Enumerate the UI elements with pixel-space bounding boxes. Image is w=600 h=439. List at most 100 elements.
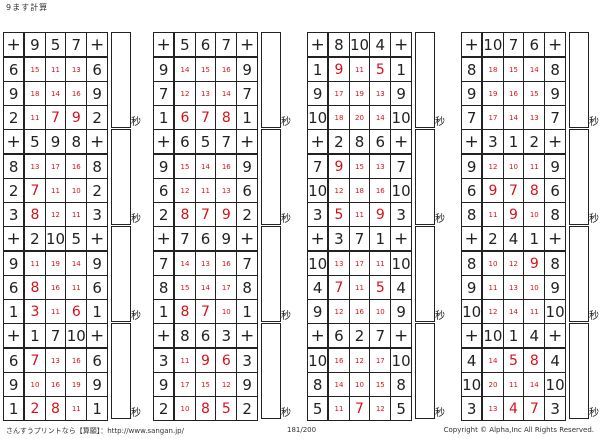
answer-cell[interactable]: 13: [369, 81, 392, 106]
answer-cell[interactable]: 17: [173, 372, 196, 397]
answer-cell[interactable]: 9: [215, 202, 238, 227]
answer-cell[interactable]: 11: [23, 250, 46, 276]
answer-cell[interactable]: 3: [23, 299, 46, 324]
answer-cell[interactable]: 12: [327, 178, 350, 203]
answer-cell[interactable]: 8: [215, 105, 238, 130]
answer-cell[interactable]: 6: [173, 105, 196, 130]
time-record-box[interactable]: [261, 129, 281, 225]
answer-cell[interactable]: 11: [44, 178, 67, 203]
answer-cell[interactable]: 5: [327, 202, 350, 227]
answer-cell[interactable]: 8: [523, 347, 546, 373]
answer-cell[interactable]: 14: [194, 275, 217, 300]
answer-cell[interactable]: 9: [327, 56, 350, 82]
answer-cell[interactable]: 7: [523, 396, 546, 421]
answer-cell[interactable]: 7: [348, 396, 371, 421]
answer-cell[interactable]: 11: [348, 275, 371, 300]
time-record-box[interactable]: [111, 226, 131, 322]
answer-cell[interactable]: 14: [173, 56, 196, 82]
answer-cell[interactable]: 18: [348, 178, 371, 203]
answer-cell[interactable]: 10: [65, 178, 88, 203]
time-record-box[interactable]: [261, 226, 281, 322]
answer-cell[interactable]: 17: [327, 81, 350, 106]
answer-cell[interactable]: 19: [44, 250, 67, 276]
answer-cell[interactable]: 13: [194, 81, 217, 106]
time-record-box[interactable]: [111, 129, 131, 225]
answer-cell[interactable]: 13: [23, 153, 46, 179]
answer-cell[interactable]: 16: [327, 347, 350, 373]
answer-cell[interactable]: 11: [348, 202, 371, 227]
answer-cell[interactable]: 11: [523, 299, 546, 324]
answer-cell[interactable]: 8: [173, 299, 196, 324]
time-record-box[interactable]: [569, 323, 589, 419]
answer-cell[interactable]: 15: [173, 153, 196, 179]
answer-cell[interactable]: 16: [44, 372, 67, 397]
answer-cell[interactable]: 6: [215, 347, 238, 373]
answer-cell[interactable]: 16: [65, 153, 88, 179]
answer-cell[interactable]: 12: [173, 81, 196, 106]
answer-cell[interactable]: 19: [348, 81, 371, 106]
answer-cell[interactable]: 10: [523, 275, 546, 300]
answer-cell[interactable]: 14: [523, 372, 546, 397]
answer-cell[interactable]: 11: [348, 56, 371, 82]
answer-cell[interactable]: 15: [502, 56, 525, 82]
answer-cell[interactable]: 14: [173, 250, 196, 276]
answer-cell[interactable]: 14: [481, 347, 504, 373]
answer-cell[interactable]: 11: [65, 396, 88, 421]
answer-cell[interactable]: 19: [65, 372, 88, 397]
answer-cell[interactable]: 7: [327, 275, 350, 300]
answer-cell[interactable]: 11: [194, 178, 217, 203]
answer-cell[interactable]: 7: [23, 347, 46, 373]
answer-cell[interactable]: 10: [502, 153, 525, 179]
time-record-box[interactable]: [261, 323, 281, 419]
answer-cell[interactable]: 19: [481, 81, 504, 106]
answer-cell[interactable]: 5: [369, 275, 392, 300]
answer-cell[interactable]: 8: [23, 202, 46, 227]
answer-cell[interactable]: 9: [523, 250, 546, 276]
answer-cell[interactable]: 16: [44, 275, 67, 300]
answer-cell[interactable]: 14: [65, 250, 88, 276]
answer-cell[interactable]: 9: [502, 202, 525, 227]
answer-cell[interactable]: 16: [215, 56, 238, 82]
answer-cell[interactable]: 8: [44, 396, 67, 421]
time-record-box[interactable]: [569, 226, 589, 322]
answer-cell[interactable]: 12: [502, 250, 525, 276]
answer-cell[interactable]: 14: [194, 153, 217, 179]
answer-cell[interactable]: 14: [327, 372, 350, 397]
answer-cell[interactable]: 10: [23, 372, 46, 397]
answer-cell[interactable]: 20: [481, 372, 504, 397]
answer-cell[interactable]: 13: [523, 105, 546, 130]
answer-cell[interactable]: 11: [173, 347, 196, 373]
answer-cell[interactable]: 7: [502, 178, 525, 203]
answer-cell[interactable]: 11: [44, 56, 67, 82]
answer-cell[interactable]: 16: [215, 153, 238, 179]
answer-cell[interactable]: 10: [215, 299, 238, 324]
answer-cell[interactable]: 16: [348, 299, 371, 324]
answer-cell[interactable]: 13: [194, 250, 217, 276]
answer-cell[interactable]: 15: [348, 153, 371, 179]
answer-cell[interactable]: 8: [23, 275, 46, 300]
answer-cell[interactable]: 9: [65, 105, 88, 130]
answer-cell[interactable]: 13: [65, 56, 88, 82]
answer-cell[interactable]: 17: [215, 275, 238, 300]
answer-cell[interactable]: 9: [369, 202, 392, 227]
answer-cell[interactable]: 14: [369, 105, 392, 130]
answer-cell[interactable]: 13: [215, 178, 238, 203]
answer-cell[interactable]: 7: [23, 178, 46, 203]
answer-cell[interactable]: 15: [523, 81, 546, 106]
answer-cell[interactable]: 11: [23, 105, 46, 130]
answer-cell[interactable]: 5: [502, 347, 525, 373]
answer-cell[interactable]: 9: [327, 153, 350, 179]
answer-cell[interactable]: 11: [481, 275, 504, 300]
answer-cell[interactable]: 14: [523, 56, 546, 82]
answer-cell[interactable]: 14: [215, 81, 238, 106]
answer-cell[interactable]: 16: [65, 347, 88, 373]
time-record-box[interactable]: [111, 32, 131, 128]
answer-cell[interactable]: 16: [65, 81, 88, 106]
answer-cell[interactable]: 16: [369, 178, 392, 203]
answer-cell[interactable]: 11: [327, 396, 350, 421]
answer-cell[interactable]: 12: [481, 153, 504, 179]
answer-cell[interactable]: 13: [502, 275, 525, 300]
answer-cell[interactable]: 15: [23, 56, 46, 82]
answer-cell[interactable]: 14: [502, 105, 525, 130]
answer-cell[interactable]: 14: [502, 299, 525, 324]
